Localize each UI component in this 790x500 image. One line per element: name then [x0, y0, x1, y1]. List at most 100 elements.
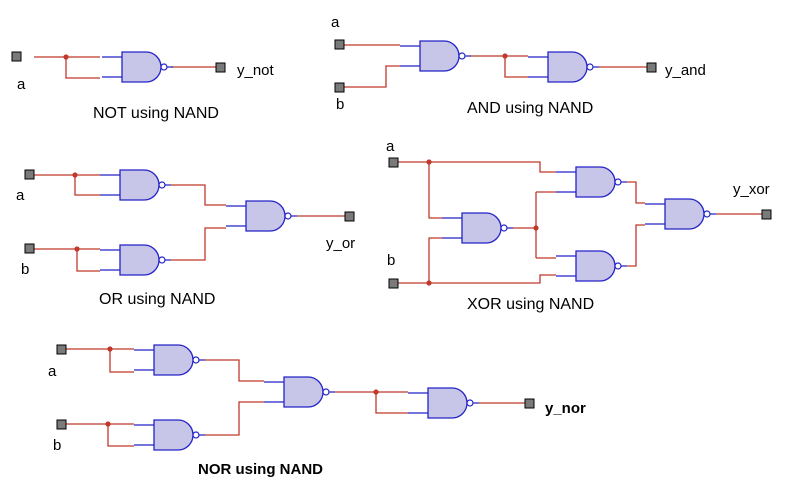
output-pin-y-not[interactable] [215, 62, 226, 73]
xor-wires [398, 161, 762, 284]
inversion-bubble [458, 52, 466, 60]
input-label-b: b [21, 261, 29, 278]
nand-gate-icon [226, 200, 297, 232]
input-pin-b[interactable] [24, 243, 35, 254]
inversion-bubble [614, 262, 622, 270]
caption-and: AND using NAND [467, 100, 593, 117]
wire [428, 237, 442, 283]
gate-pin-stubs [100, 249, 171, 271]
output-pin-y-and[interactable] [646, 62, 657, 73]
nand-gate-icon [400, 40, 471, 72]
nand-gate-icon [264, 376, 335, 408]
wire [627, 224, 645, 267]
output-pin-y-nor[interactable] [524, 398, 535, 409]
wire [76, 249, 100, 272]
or-circuit: a b y_or OR using NAND [16, 169, 355, 308]
junction-dot [426, 159, 432, 165]
wire [171, 227, 226, 261]
nand-gate-icon [102, 51, 173, 83]
inversion-bubble [703, 210, 711, 218]
nand-gate-body [153, 344, 194, 376]
output-label-y-and: y_and [665, 62, 706, 79]
input-label-a: a [48, 363, 57, 380]
output-label-y-xor: y_xor [733, 181, 770, 198]
and-wires [344, 44, 647, 88]
input-pin-b[interactable] [388, 278, 399, 289]
wire [428, 162, 442, 219]
output-label-y-nor: y_nor [545, 400, 586, 417]
input-label-a: a [16, 187, 25, 204]
input-label-a: a [331, 14, 340, 31]
nand-gate-body [119, 244, 160, 276]
junction-dot [63, 54, 69, 60]
nand-gate-icon [134, 419, 205, 451]
inversion-bubble [614, 178, 622, 186]
output-pin-y-or[interactable] [344, 211, 355, 222]
output-label-y-or: y_or [326, 235, 355, 252]
caption-or: OR using NAND [99, 291, 215, 308]
inversion-bubble [284, 212, 292, 220]
wire [504, 56, 528, 78]
gate-pin-stubs [226, 205, 297, 227]
input-pin-a[interactable] [334, 39, 345, 50]
junction-dot [74, 246, 80, 252]
nand-gate-body [245, 200, 286, 232]
junction-dot [72, 172, 78, 178]
caption-xor: XOR using NAND [467, 296, 594, 313]
input-pin-a[interactable] [11, 51, 22, 62]
inversion-bubble [158, 256, 166, 264]
gate-pin-stubs [408, 392, 479, 414]
gate-pin-stubs [100, 174, 171, 196]
input-pin-a[interactable] [56, 344, 67, 355]
nor-circuit: a b y_nor NOR using NAND [48, 344, 586, 478]
nand-gate-icon [134, 344, 205, 376]
xor-circuit: a b y_xor XOR using NAND [386, 138, 772, 313]
gate-pin-stubs [645, 203, 716, 225]
inversion-bubble [322, 388, 330, 396]
input-pin-b[interactable] [334, 82, 345, 93]
nand-gate-body [461, 212, 502, 244]
inversion-bubble [586, 63, 594, 71]
wire [344, 65, 400, 88]
inversion-bubble [192, 431, 200, 439]
wire [375, 392, 408, 414]
gate-pin-stubs [442, 217, 513, 239]
output-pin-y-xor[interactable] [761, 209, 772, 220]
gate-pin-stubs [102, 56, 173, 78]
wire [205, 401, 264, 436]
gate-pin-stubs [264, 381, 335, 403]
inversion-bubble [158, 181, 166, 189]
wire [109, 349, 134, 373]
nand-gate-body [121, 51, 162, 83]
input-label-b: b [53, 437, 61, 454]
nand-gate-body [419, 40, 460, 72]
gate-pin-stubs [556, 255, 627, 277]
input-label-b: b [336, 96, 344, 113]
inversion-bubble [500, 224, 508, 232]
caption-not: NOT using NAND [93, 105, 219, 122]
input-pin-a[interactable] [388, 157, 399, 168]
nand-gate-body [575, 166, 616, 198]
nand-gate-body [575, 250, 616, 282]
output-label-y-not: y_not [237, 62, 275, 79]
input-label-a: a [386, 138, 395, 155]
nand-gate-icon [442, 212, 513, 244]
inversion-bubble [192, 356, 200, 364]
nand-gate-body [119, 169, 160, 201]
nand-gate-icon [645, 198, 716, 230]
input-pin-a[interactable] [24, 169, 35, 180]
junction-dot [105, 421, 111, 427]
nand-gate-body [427, 387, 468, 419]
nand-gate-icon [408, 387, 479, 419]
input-label-a: a [17, 76, 26, 93]
inversion-bubble [466, 399, 474, 407]
wire [171, 184, 226, 206]
gate-pin-stubs [556, 171, 627, 193]
junction-dot [533, 225, 539, 231]
wire [74, 175, 100, 196]
nand-gate-icon [100, 169, 171, 201]
junction-dot [426, 280, 432, 286]
input-pin-b[interactable] [56, 419, 67, 430]
gate-pin-stubs [400, 45, 471, 67]
